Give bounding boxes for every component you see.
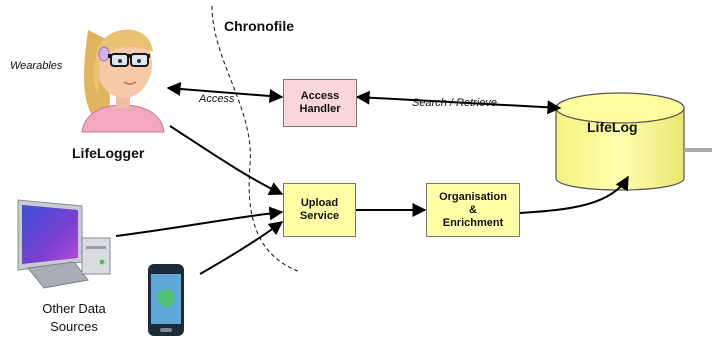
lifelogger-label: LifeLogger [72, 145, 145, 161]
smartphone-icon [148, 264, 184, 336]
upload-service-box: Upload Service [283, 183, 356, 237]
phone-upload-arrow [199, 221, 284, 275]
computer-upload-arrow [115, 206, 284, 237]
access-handler-box: Access Handler [283, 79, 357, 127]
lifelogger-upload-arrow [169, 125, 284, 195]
other-data-sources-label: Other Data Sources [42, 301, 106, 334]
chronofile-boundary [211, 5, 301, 273]
search-retrieve-edge-label: Search / Retrieve [412, 97, 497, 109]
access-arrow [166, 82, 284, 103]
desktop-computer-icon [17, 199, 111, 289]
organisation-enrichment-box: Organisation & Enrichment [426, 183, 520, 237]
chronofile-title: Chronofile [224, 18, 294, 34]
organisation-lifelog-arrow [519, 175, 629, 214]
access-edge-label: Access [199, 93, 235, 105]
database-cylinder-icon [555, 92, 712, 191]
person-with-glasses-icon [81, 29, 165, 133]
wearables-label: Wearables [10, 60, 63, 72]
lifelog-label: LifeLog [587, 119, 638, 135]
search-retrieve-arrow [355, 90, 562, 115]
